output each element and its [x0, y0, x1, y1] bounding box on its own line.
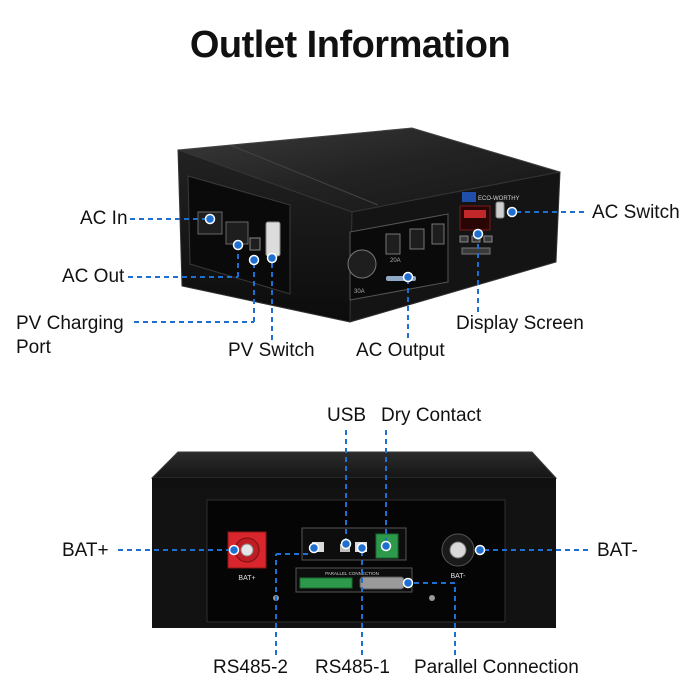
leader-lines-top	[128, 206, 586, 340]
panel-rating-30a: 30A	[354, 289, 365, 295]
label-usb: USB	[327, 405, 367, 426]
page-title: Outlet Information	[189, 24, 511, 66]
brand-logo-icon	[462, 192, 476, 202]
label-ac-out: AC Out	[62, 266, 125, 287]
label-ac-output: AC Output	[356, 340, 445, 361]
parallel-terminal-block	[299, 577, 353, 589]
label-display-screen: Display Screen	[456, 313, 584, 334]
leader-lines-bottom	[118, 430, 592, 655]
bat-pos-marking: BAT+	[238, 575, 255, 582]
parallel-panel-marking: PARALLEL CONNECTION	[325, 571, 379, 576]
ac-outlet-2	[409, 228, 425, 250]
ac-outlet-30a	[347, 249, 377, 279]
label-parallel-connection: Parallel Connection	[414, 657, 579, 678]
label-bat-pos: BAT+	[62, 540, 109, 561]
parallel-db-connector	[359, 576, 405, 590]
inverter-unit-top: 30A 20A ECO-WORTHY	[177, 127, 561, 323]
pv-switch	[265, 221, 281, 257]
pv-charging-port	[249, 237, 261, 251]
label-pv-charging-port-line1: PV Charging	[16, 313, 124, 334]
label-ac-in: AC In	[80, 208, 128, 229]
label-pv-switch: PV Switch	[228, 340, 315, 361]
brand-badge: ECO-WORTHY	[478, 196, 520, 202]
battery-unit-bottom: BAT+ BAT- PARALLEL CONNECTION	[150, 451, 558, 628]
label-dry-contact: Dry Contact	[381, 405, 482, 426]
label-pv-charging-port-line2: Port	[16, 337, 51, 358]
label-bat-neg: BAT-	[597, 540, 638, 561]
ac-outlet-3	[431, 223, 445, 245]
ac-switch	[495, 201, 505, 219]
label-rs485-1: RS485-1	[315, 657, 390, 678]
label-rs485-2: RS485-2	[213, 657, 288, 678]
bat-neg-marking: BAT-	[450, 573, 466, 580]
panel-rating-20a: 20A	[390, 258, 401, 264]
ac-outlet-1	[385, 233, 401, 255]
label-ac-switch: AC Switch	[592, 202, 680, 223]
